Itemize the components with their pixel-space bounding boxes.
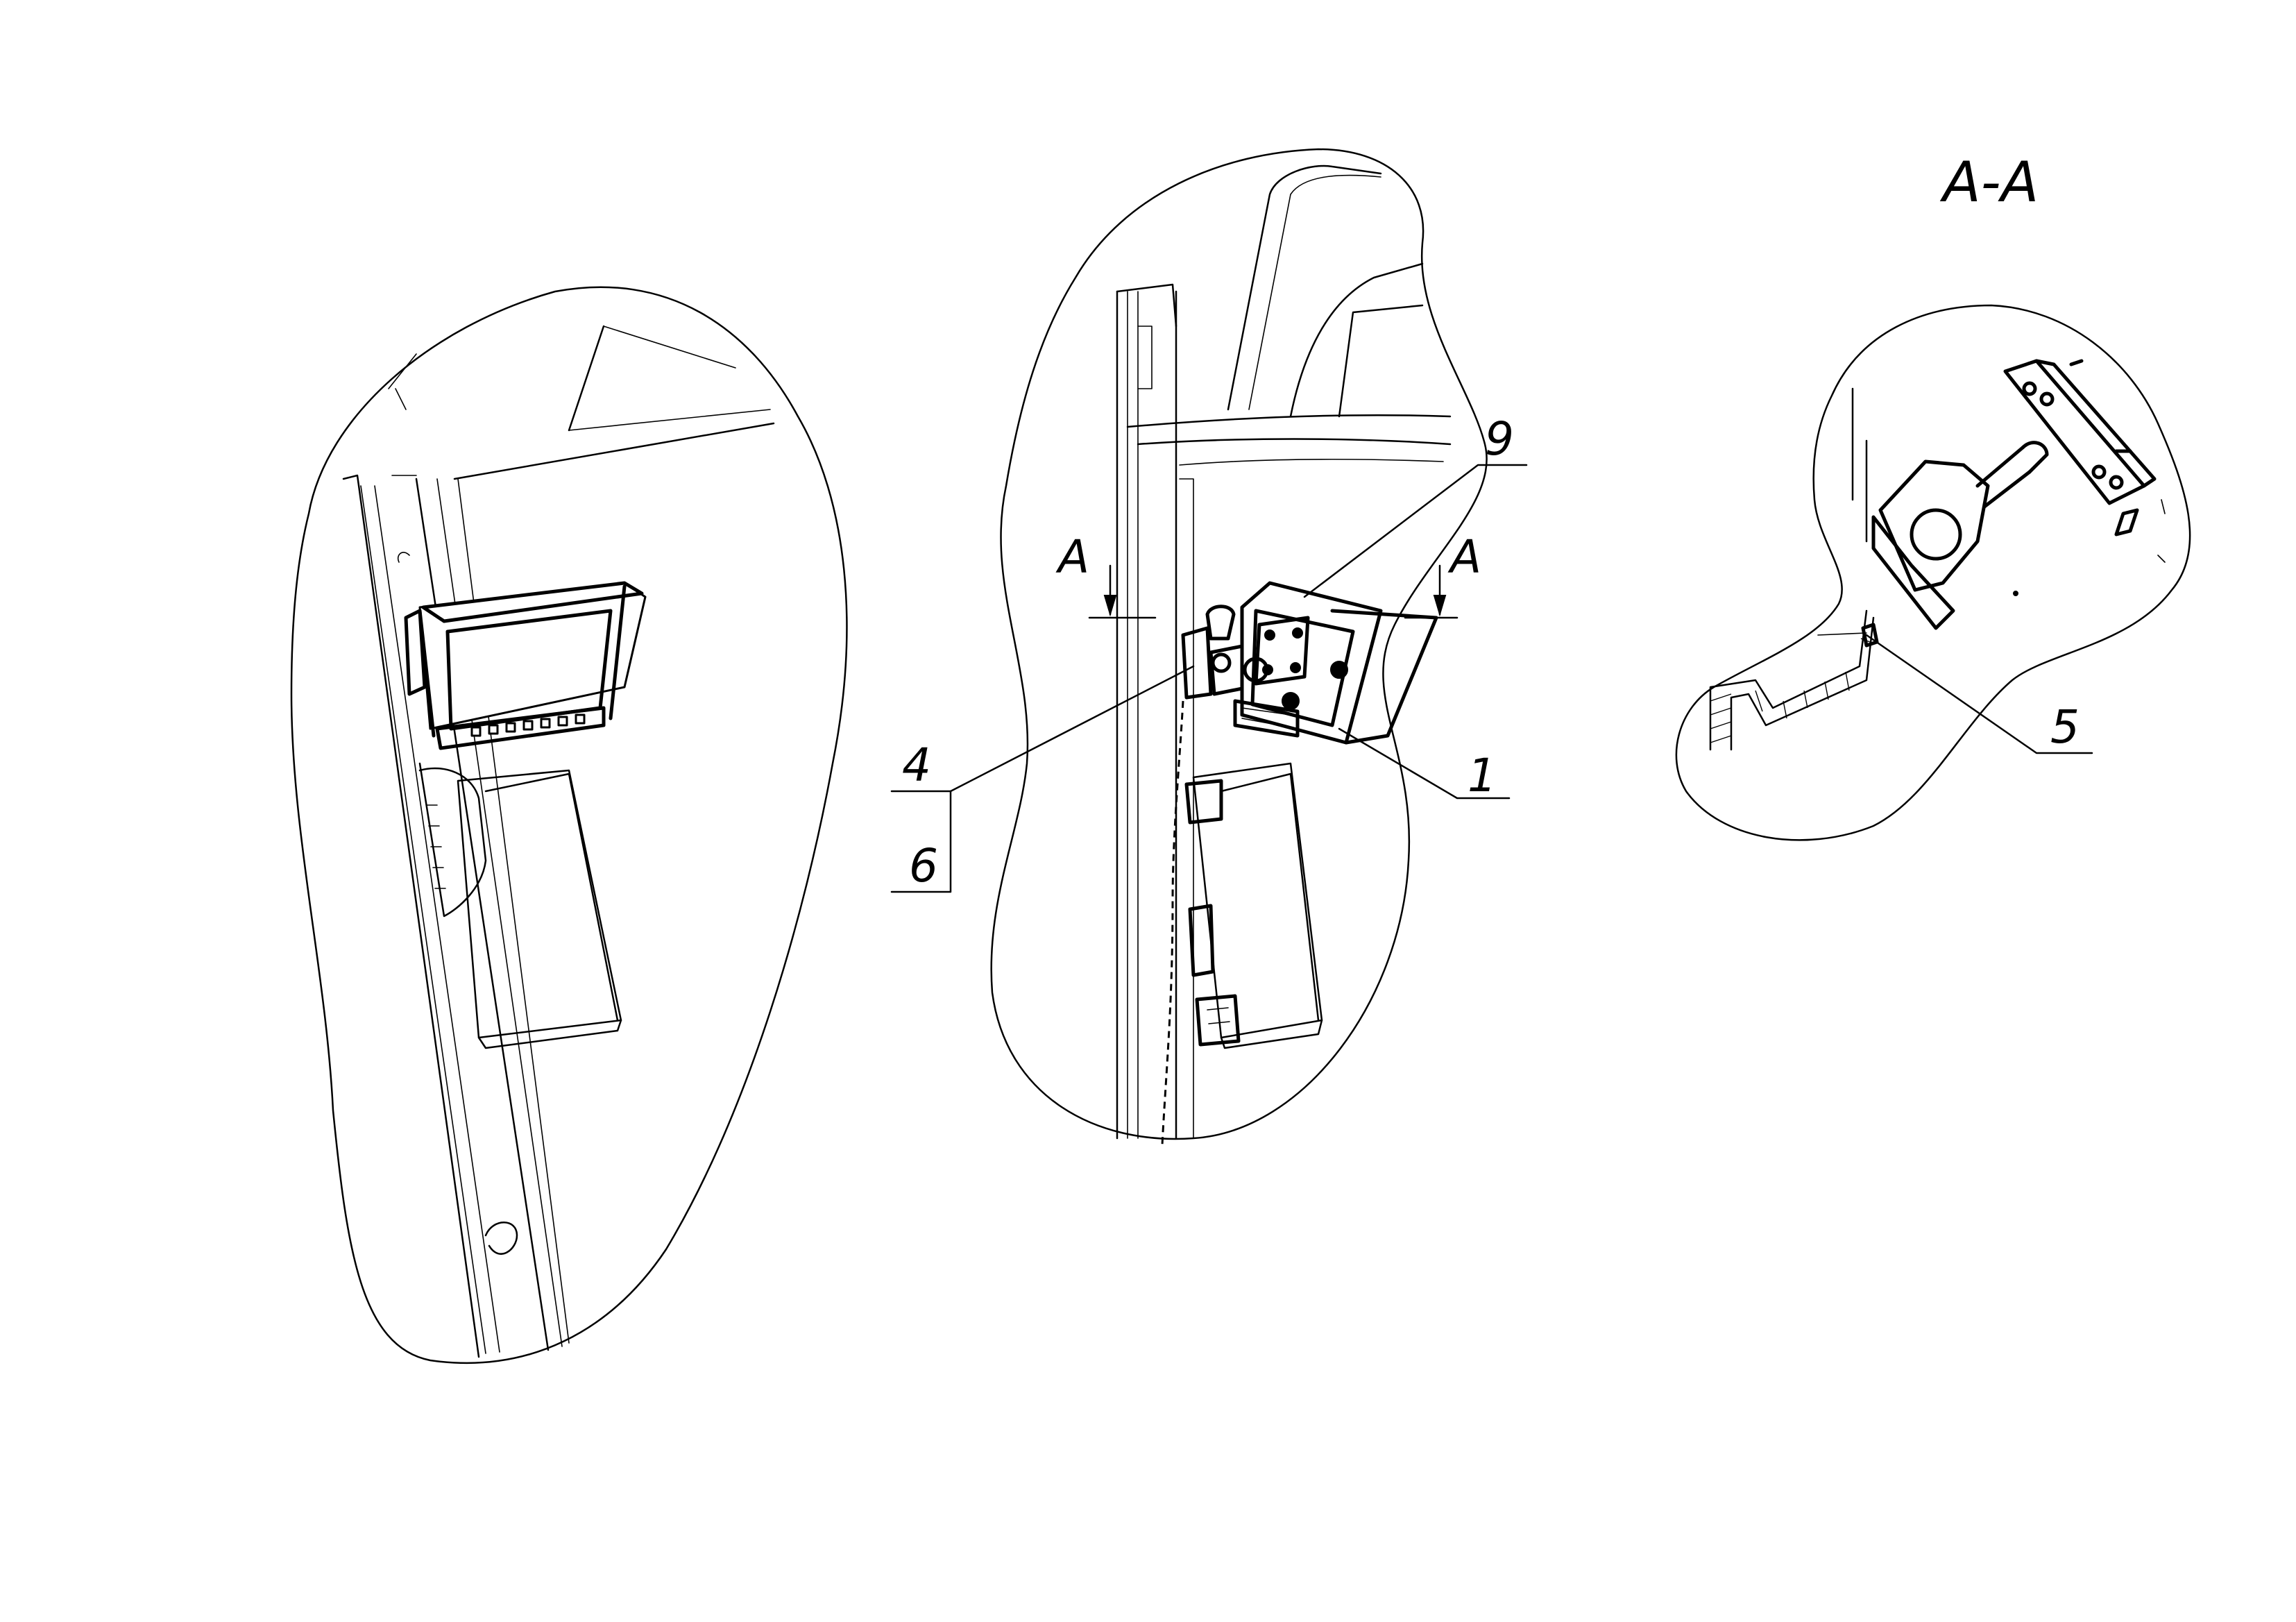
center-roof-slope [1227,164,1382,411]
left-corner-detail [388,353,417,410]
callout-5: 5 [2050,700,2080,754]
center-plate-knob [1243,657,1269,683]
center-window-frame-2 [1338,304,1424,418]
left-pillar-inner-2 [374,485,500,1353]
callout-1: 1 [1468,749,1497,802]
callout-4: 4 [902,738,931,792]
section-marker-left: A [1055,530,1089,584]
section-marker-right: A [1447,530,1481,584]
center-lower-clip-bottom-2 [1207,1007,1230,1024]
center-lower-clip-mid [1188,904,1215,977]
left-monitor-buttons [470,713,586,737]
left-small-mark [391,475,417,563]
left-view-boundary [290,286,848,1364]
center-detail-view [890,148,1528,1146]
center-roof-beam-3 [1179,458,1444,466]
center-roof-slope-2 [1248,174,1381,410]
center-monitor-cable-port-inner [1241,707,1291,728]
right-plate-hole-2 [2039,391,2055,407]
center-window-frame [1289,262,1424,418]
center-view-boundary [990,148,1488,1140]
left-lower-box [457,769,622,1039]
center-monitor-hood [1330,609,1438,745]
leader-1 [1338,727,1511,800]
leader-4 [890,665,1195,793]
left-roof-line-1 [453,422,775,480]
right-plate-hole-3 [2091,464,2107,480]
center-lower-box-face [1220,772,1320,1022]
center-lower-clip-bottom [1195,994,1241,1047]
section-title: A-A [1939,150,2039,214]
leader-6-box [890,790,952,893]
left-lower-handle [418,762,487,918]
right-hinge-stem [2021,441,2049,474]
right-plate-tab [2114,508,2139,537]
left-circle-arc [484,1222,518,1255]
right-view-boundary [1675,304,2191,841]
right-bolt-stem [1817,632,1867,636]
center-pillar-5 [1179,478,1194,1139]
right-bracket-body [1878,459,1990,592]
left-roof-line-3 [568,325,605,432]
callout-9: 9 [1485,412,1514,466]
right-profile-hatch [1710,638,1871,743]
right-profile-sheet-2 [1730,616,1875,751]
left-roof-line-2 [568,409,771,431]
left-lower-box-front [484,772,619,1022]
left-isometric-view [290,286,848,1364]
leader-5 [1865,634,2093,754]
center-monitor-back-outline [1240,581,1383,745]
center-roof-beam-1 [1126,414,1452,428]
left-monitor-base [435,706,606,750]
right-profile-sheet [1709,609,1868,751]
right-plate-pins [2069,359,2132,453]
center-pillar-top [1116,283,1177,328]
leader-9 [1303,464,1528,598]
center-plate-hole-4 [1290,662,1301,673]
center-roof-beam-2 [1137,438,1452,446]
right-plate-edge [2034,359,2157,488]
left-lower-ridges [426,804,446,889]
right-hinge-neck [1975,446,2032,509]
right-dot [2013,591,2018,596]
left-pillar-inner-1 [360,485,486,1354]
center-back-disc-2 [1330,661,1348,679]
left-monitor-bracket [404,609,427,696]
right-hinge-ball [1910,508,1962,561]
center-pillar-notch [1137,326,1153,389]
center-dashed-cable [1161,700,1184,1146]
left-pillar-outer [342,474,480,1358]
center-lower-clip-top [1184,779,1223,825]
right-plate-hole-4 [2109,475,2124,490]
center-monitor-plate [1254,616,1310,686]
right-plate-hole-1 [2022,381,2037,396]
left-monitor-hood-top [421,581,644,623]
center-mount-hole-1 [1211,652,1232,673]
section-line-right-arrowhead [1433,595,1447,617]
callout-6: 6 [909,839,938,893]
center-plate-hole-1 [1264,630,1275,641]
right-bracket-face [1871,515,1955,630]
center-mount-bracket [1181,626,1213,700]
left-roof-line-4 [603,326,736,369]
right-section-view [1675,304,2191,841]
section-line-left-arrowhead [1103,595,1117,617]
center-plate-hole-2 [1292,627,1303,639]
left-lower-box-bottom [477,1019,622,1049]
right-edge-marks [2157,499,2166,563]
center-monitor-back-inner [1250,609,1355,727]
center-monitor-cable-port [1233,699,1300,738]
center-mount-knob [1205,605,1236,641]
labels: A-A A A 9 1 4 6 5 [902,150,2080,893]
center-back-disc-1 [1282,692,1300,710]
